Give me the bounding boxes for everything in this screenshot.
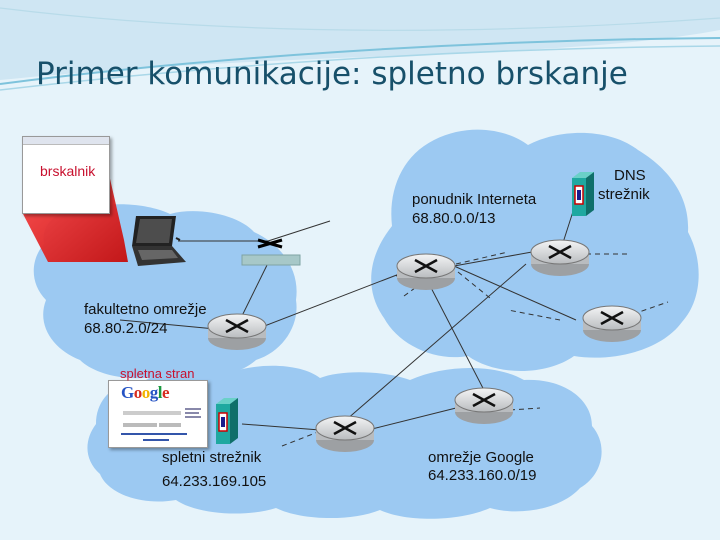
browser-pointer: [22, 170, 128, 262]
google-network-name: omrežje Google: [428, 449, 534, 466]
webpage-mock-content: [121, 408, 201, 441]
router-icon: [396, 253, 456, 290]
dns-label-line2: strežnik: [598, 186, 650, 203]
router-icon: [207, 313, 267, 350]
google-logo: Google: [121, 383, 170, 402]
google-network-subnet: 64.233.160.0/19: [428, 467, 537, 484]
browser-window: [22, 136, 110, 214]
switch-icon: [241, 238, 301, 266]
dns-server-icon: [572, 172, 594, 216]
page-title: Primer komunikacije: spletno brskanje: [36, 56, 628, 92]
dns-label-line1: DNS: [614, 167, 646, 184]
router-icon: [582, 305, 642, 342]
browser-toolbar: [23, 137, 109, 145]
webserver-ip: 64.233.169.105: [162, 473, 267, 490]
browser-label: brskalnik: [40, 163, 96, 179]
router-icon: [315, 415, 375, 452]
isp-network-subnet: 68.80.0.0/13: [412, 210, 496, 227]
laptop-icon: [132, 216, 186, 266]
campus-network-subnet: 68.80.2.0/24: [84, 320, 168, 337]
campus-network-name: fakultetno omrežje: [84, 301, 207, 318]
webserver-name: spletni strežnik: [162, 449, 262, 466]
network-links: [119, 195, 579, 433]
router-icon: [454, 387, 514, 424]
isp-network-name: ponudnik Interneta: [412, 191, 537, 208]
webpage-label: spletna stran: [120, 366, 195, 381]
webpage-screenshot: Google: [108, 380, 208, 448]
router-icon: [530, 239, 590, 276]
header-decoration: [0, 0, 720, 91]
web-server-icon: [216, 398, 238, 444]
